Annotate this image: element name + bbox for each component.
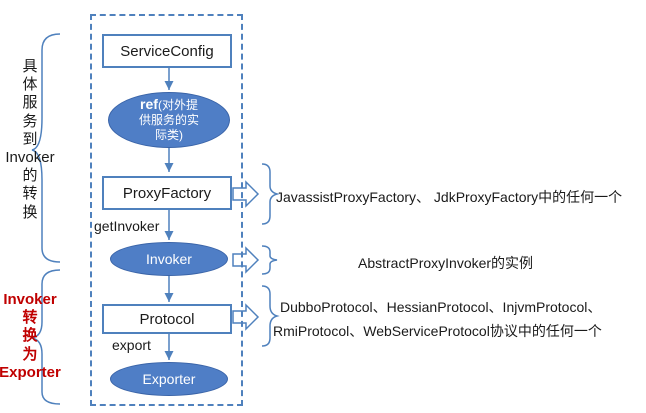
brace-bottom xyxy=(31,269,61,405)
ref-line2: 供服务的实 xyxy=(138,113,199,127)
brace-right-proxy xyxy=(261,163,280,225)
brace-right-protocol xyxy=(261,285,280,347)
hollow-arrow-proxy xyxy=(232,180,260,208)
service-config-box: ServiceConfig xyxy=(102,34,232,68)
exporter-oval: Exporter xyxy=(110,362,228,396)
protocol-box: Protocol xyxy=(102,304,232,334)
invoker-oval: Invoker xyxy=(110,242,228,276)
desc-invoker: AbstractProxyInvoker的实例 xyxy=(358,255,534,271)
edge-label-get-invoker: getInvoker xyxy=(94,218,160,234)
hollow-arrow-protocol xyxy=(232,303,260,331)
brace-right-invoker xyxy=(261,245,278,275)
brace-top xyxy=(31,33,61,263)
hollow-arrow-invoker xyxy=(232,246,260,274)
left-label-service-to-invoker: 具 体 服 务 到 Invoker 的 转 换 xyxy=(5,58,55,221)
ref-line1: (对外提 xyxy=(157,98,198,112)
desc-protocol-line1: DubboProtocol、HessianProtocol、InjvmProto… xyxy=(280,299,602,315)
ref-title: ref xyxy=(140,96,158,112)
service-export-frame xyxy=(90,14,243,406)
protocol-label: Protocol xyxy=(139,310,195,328)
service-config-label: ServiceConfig xyxy=(120,42,214,60)
desc-protocol-line2: RmiProtocol、WebServiceProtocol协议中的任何一个 xyxy=(273,323,602,339)
proxy-factory-box: ProxyFactory xyxy=(102,176,232,210)
proxy-factory-label: ProxyFactory xyxy=(122,184,212,202)
desc-proxy-factory: JavassistProxyFactory、 JdkProxyFactory中的… xyxy=(276,189,623,205)
exporter-label: Exporter xyxy=(142,371,196,387)
invoker-label: Invoker xyxy=(146,251,192,267)
ref-line3: 际类) xyxy=(155,128,183,142)
ref-oval: ref(对外提 供服务的实 际类) xyxy=(108,92,230,148)
left-label-invoker-to-exporter: Invoker 转 换 为 Exporter xyxy=(0,291,61,381)
edge-label-export: export xyxy=(112,337,151,353)
